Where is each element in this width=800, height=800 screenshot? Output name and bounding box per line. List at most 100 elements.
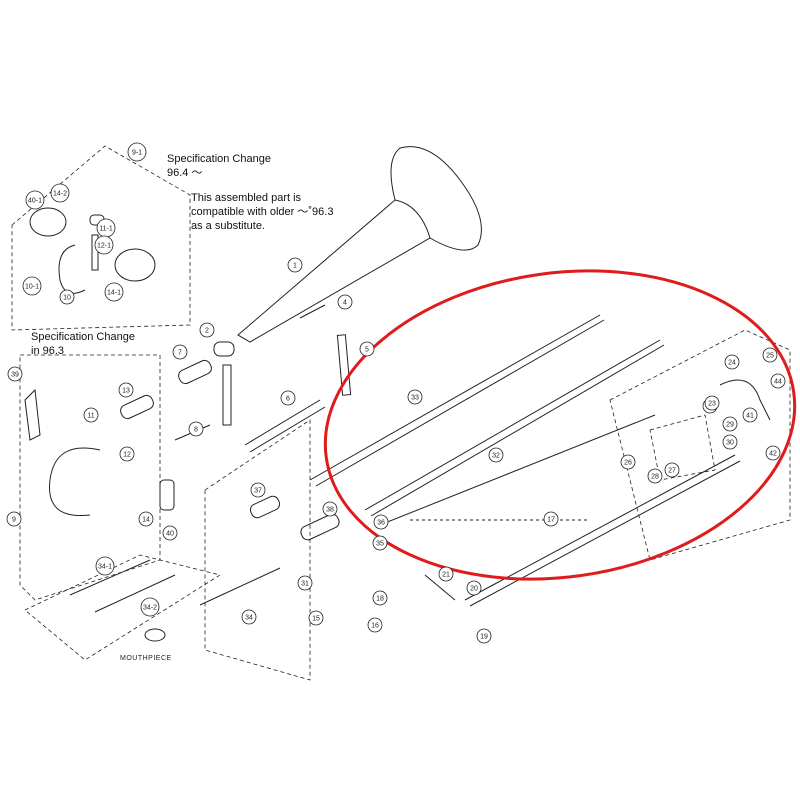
part-label-44: 44 (770, 373, 786, 389)
part-label-7: 7 (172, 344, 188, 360)
part-label-circle (704, 395, 720, 411)
spec-change-top-parts (29, 207, 156, 294)
part-label-5: 5 (359, 341, 375, 357)
part-label-10: 10 (59, 289, 75, 305)
part-label-42: 42 (765, 445, 781, 461)
part-label-circle (94, 235, 114, 255)
part-labels: 124567899-11010-11111-11212-1131414-114-… (6, 142, 786, 644)
part-label-circle (373, 514, 389, 530)
bell-inner-curve (394, 199, 431, 239)
part-label-circle (280, 390, 296, 406)
part-14-2-brace (29, 207, 67, 237)
part-34-1-tube (69, 559, 151, 596)
part-label-circle (359, 341, 375, 357)
part-17-tube-c (469, 460, 741, 607)
part-label-text: 10 (63, 295, 71, 302)
part-label-circle (765, 445, 781, 461)
part-label-text: 6 (286, 396, 290, 403)
part-label-11-1: 11-1 (96, 218, 116, 238)
box-9-group (19, 354, 161, 601)
part-label-text: 21 (442, 572, 450, 579)
part-label-text: 26 (624, 460, 632, 467)
part-label-circle (297, 575, 313, 591)
highlight-circle (323, 269, 797, 581)
part-label-text: 13 (122, 388, 130, 395)
part-label-4: 4 (337, 294, 353, 310)
part-32-tube-b (370, 344, 665, 517)
part-7-ferrule (178, 359, 212, 385)
part-label-text: 37 (254, 488, 262, 495)
part-label-circle (50, 183, 70, 203)
part-label-14-2: 14-2 (50, 183, 70, 203)
part-label-text: 34-2 (143, 605, 157, 612)
part-label-text: 35 (376, 541, 384, 548)
part-label-text: 42 (769, 451, 777, 458)
part-label-36: 36 (373, 514, 389, 530)
part-label-33: 33 (407, 389, 423, 405)
part-label-text: 25 (766, 353, 774, 360)
part-label-circle (140, 597, 160, 617)
part-label-25: 25 (762, 347, 778, 363)
part-34-tube (199, 567, 281, 606)
part-label-39: 39 (7, 366, 23, 382)
part-label-circle (287, 257, 303, 273)
compat-note-line3: as a substitute. (191, 220, 265, 232)
part-17-tube-a (379, 414, 656, 526)
part-label-circle (127, 142, 147, 162)
compat-note-line2: compatible with older ～˚96.3 (191, 206, 334, 218)
part-label-circle (322, 501, 338, 517)
compat-note-line1: This assembled part is (191, 192, 302, 204)
part-label-8: 8 (188, 421, 204, 437)
part-37-ferrule (249, 495, 281, 519)
part-label-29: 29 (722, 416, 738, 432)
part-label-text: 41 (746, 413, 754, 420)
part-label-circle (742, 407, 758, 423)
part-label-28: 28 (647, 468, 663, 484)
part-label-2: 2 (199, 322, 215, 338)
part-label-text: 14 (142, 517, 150, 524)
part-32-tube-a (364, 339, 661, 511)
part-label-text: 15 (312, 616, 320, 623)
part-label-text: 33 (411, 395, 419, 402)
part-label-text: 34-1 (98, 564, 112, 571)
part-label-text: 9-1 (132, 150, 142, 157)
part-label-text: 38 (326, 507, 334, 514)
part-label-circle (95, 556, 115, 576)
part-label-21: 21 (438, 566, 454, 582)
part-label-text: 10-1 (25, 284, 39, 291)
part-label-circle (59, 289, 75, 305)
part-label-32: 32 (488, 447, 504, 463)
part-label-40: 40 (162, 525, 178, 541)
part-label-circle (407, 389, 423, 405)
mouthpiece-shape (144, 628, 166, 642)
part-label-circle (172, 344, 188, 360)
part-label-31: 31 (297, 575, 313, 591)
part-label-text: 24 (728, 360, 736, 367)
part-label-text: 14-1 (107, 290, 121, 297)
part-label-text: 14-2 (53, 191, 67, 198)
part-label-text: 2 (205, 328, 209, 335)
slide-assembly (249, 314, 771, 607)
part-label-circle (620, 454, 636, 470)
part-label-15: 15 (308, 610, 324, 626)
part-label-24: 24 (724, 354, 740, 370)
part-label-circle (188, 421, 204, 437)
part-label-text: 32 (492, 453, 500, 460)
part-label-text: 29 (726, 422, 734, 429)
part-label-text: 17 (547, 517, 555, 524)
part-label-17: 17 (543, 511, 559, 527)
part-label-circle (466, 580, 482, 596)
part-label-text: 27 (668, 468, 676, 475)
part-label-circle (722, 416, 738, 432)
part-label-circle (250, 482, 266, 498)
part-label-13: 13 (118, 382, 134, 398)
part-label-11: 11 (83, 407, 99, 423)
box-9-1-group (11, 145, 191, 331)
part-6-tube-a (244, 399, 321, 446)
part-label-text: 8 (194, 427, 198, 434)
part-label-circle (664, 462, 680, 478)
part-8-tube (222, 364, 232, 426)
part-label-text: 40-1 (28, 198, 42, 205)
